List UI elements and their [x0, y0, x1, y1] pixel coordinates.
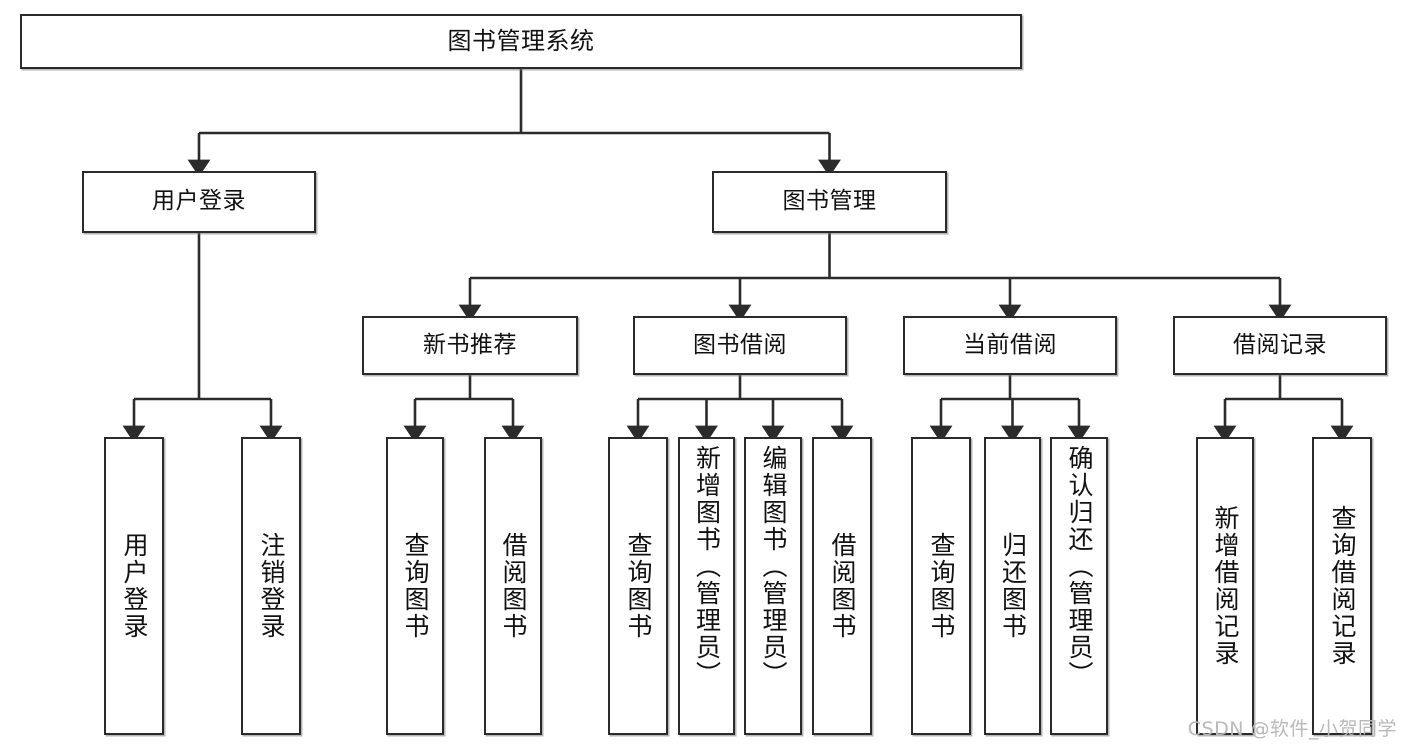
leaf-borrow-query-book[interactable]: 查询图书 [608, 437, 668, 735]
csdn-watermark: CSDN @软件_小贺同学 [1187, 718, 1397, 740]
node-label: 新增借阅记录 [1211, 505, 1240, 667]
node-label: 归还图书 [998, 532, 1028, 640]
leaf-add-borrow-record[interactable]: 新增借阅记录 [1196, 437, 1254, 735]
node-label: 借阅图书 [828, 532, 857, 640]
node-label: 查询借阅记录 [1328, 505, 1357, 667]
node-root-system[interactable]: 图书管理系统 [20, 14, 1022, 69]
node-label: 借阅记录 [1233, 331, 1327, 358]
node-label: 图书借阅 [693, 331, 787, 358]
node-borrow-record[interactable]: 借阅记录 [1173, 316, 1387, 375]
node-label: 图书管理 [782, 188, 877, 215]
leaf-current-query-book[interactable]: 查询图书 [911, 437, 971, 735]
leaf-return-book[interactable]: 归还图书 [984, 437, 1041, 735]
node-label: 查询图书 [927, 532, 956, 640]
leaf-recommend-borrow-book[interactable]: 借阅图书 [484, 437, 542, 735]
node-label: 新增图书（管理员） [692, 445, 722, 688]
node-book-management[interactable]: 图书管理 [712, 171, 947, 233]
node-label: 编辑图书（管理员） [759, 445, 788, 688]
node-label: 确认归还（管理员） [1065, 445, 1094, 688]
leaf-add-book-admin[interactable]: 新增图书（管理员） [678, 437, 735, 735]
node-user-login[interactable]: 用户登录 [82, 171, 316, 233]
leaf-recommend-query-book[interactable]: 查询图书 [386, 437, 444, 735]
leaf-edit-book-admin[interactable]: 编辑图书（管理员） [744, 437, 802, 735]
node-label: 图书管理系统 [447, 27, 595, 56]
node-new-book-recommend[interactable]: 新书推荐 [362, 316, 578, 375]
leaf-borrow-book[interactable]: 借阅图书 [812, 437, 872, 735]
node-label: 用户登录 [152, 188, 246, 215]
node-current-borrow[interactable]: 当前借阅 [903, 316, 1117, 375]
leaf-confirm-return-admin[interactable]: 确认归还（管理员） [1050, 437, 1108, 735]
leaf-query-borrow-record[interactable]: 查询借阅记录 [1312, 437, 1372, 735]
leaf-user-login[interactable]: 用户登录 [104, 437, 164, 735]
node-label: 用户登录 [120, 532, 149, 640]
node-label: 查询图书 [624, 532, 653, 640]
node-label: 借阅图书 [499, 532, 528, 640]
node-label: 新书推荐 [423, 331, 517, 358]
node-label: 查询图书 [401, 532, 430, 640]
node-label: 当前借阅 [963, 331, 1057, 358]
leaf-user-logout[interactable]: 注销登录 [241, 437, 301, 735]
node-book-borrow[interactable]: 图书借阅 [633, 316, 847, 375]
node-label: 注销登录 [257, 532, 286, 640]
